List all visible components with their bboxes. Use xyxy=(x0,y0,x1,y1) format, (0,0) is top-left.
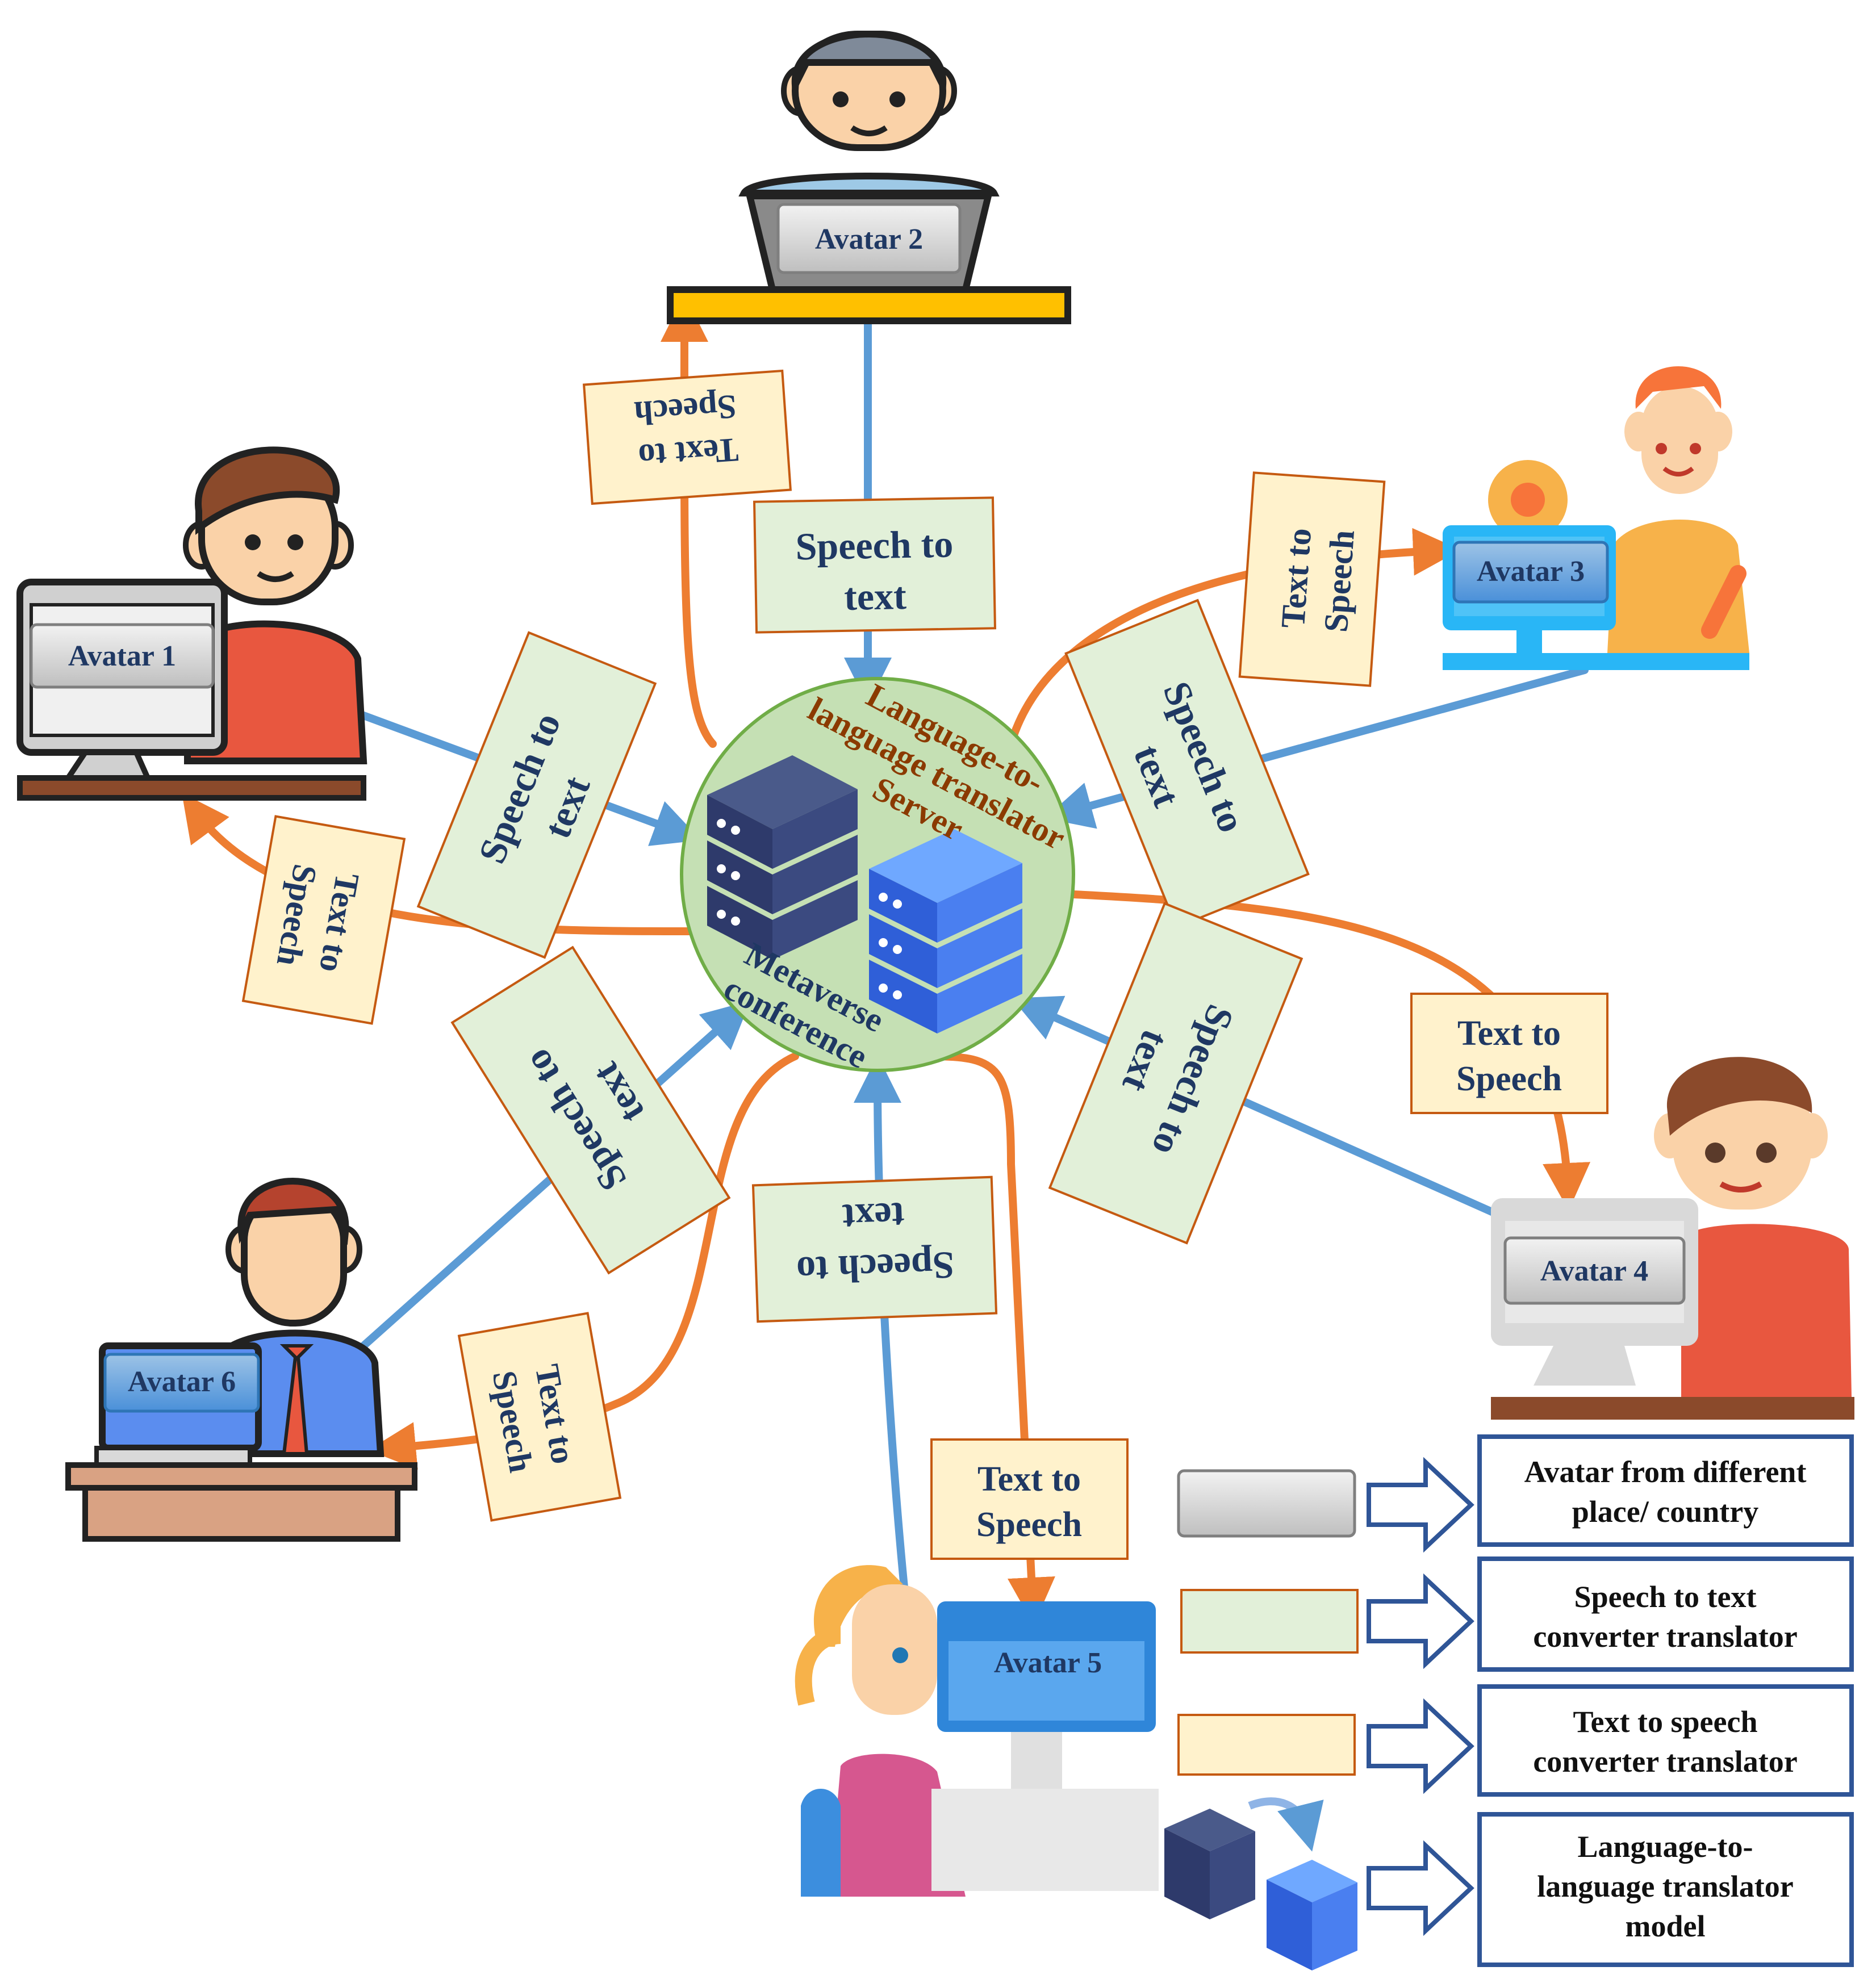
dark-server-stack-icon xyxy=(707,755,858,960)
svg-text:converter translator: converter translator xyxy=(1533,1744,1797,1779)
svg-text:text: text xyxy=(844,574,907,618)
tts-line-avatar1 xyxy=(182,793,700,935)
text-to-speech-box-avatar5: Text to Speech xyxy=(930,1438,1129,1560)
legend-arrow-icon xyxy=(1367,1698,1474,1794)
legend: Avatar from different place/ country Spe… xyxy=(1164,1434,1854,1970)
text-to-speech-box-avatar3: Text to Speech xyxy=(1238,471,1386,687)
svg-text:Speech to: Speech to xyxy=(796,1244,955,1292)
speech-to-text-box-avatar2: Speech to text xyxy=(753,496,997,634)
tts-line-avatar5 xyxy=(927,1052,1055,1625)
svg-text:Speech: Speech xyxy=(1317,529,1361,633)
tts-line-avatar6 xyxy=(368,1052,799,1470)
text-to-speech-box-avatar1: Text to Speech xyxy=(241,815,406,1025)
svg-text:Text to: Text to xyxy=(1457,1014,1561,1053)
avatar4-label: Avatar 4 xyxy=(1503,1236,1686,1305)
avatar5-monitor-icon xyxy=(931,1601,1159,1891)
text-to-speech-box-avatar6: Text to Speech xyxy=(457,1312,622,1522)
avatar2-person xyxy=(738,31,1000,196)
svg-text:Speech to: Speech to xyxy=(795,522,954,568)
avatar3-person xyxy=(1488,366,1749,653)
svg-text:Text to: Text to xyxy=(637,431,739,475)
legend-arrow-icon xyxy=(1367,1573,1474,1669)
text-to-speech-box-avatar2: Text to Speech xyxy=(582,369,792,505)
svg-text:model: model xyxy=(1626,1909,1706,1943)
svg-text:Avatar 1: Avatar 1 xyxy=(68,640,176,672)
legend-row-translator-model: Language-to- language translator model xyxy=(1164,1797,1854,1970)
speech-to-text-box-avatar3: Speech to text xyxy=(1064,599,1310,929)
legend-row-avatar: Avatar from different place/ country xyxy=(1177,1434,1854,1553)
speech-to-text-box-avatar1: Speech to text xyxy=(416,631,657,959)
legend-server-icon xyxy=(1164,1797,1357,1970)
legend-arrow-icon xyxy=(1367,1457,1474,1553)
avatar1-label: Avatar 1 xyxy=(30,623,215,689)
blue-server-stack-icon xyxy=(869,829,1022,1033)
svg-text:converter translator: converter translator xyxy=(1533,1620,1797,1654)
stt-line-avatar6 xyxy=(360,1001,751,1350)
svg-text:Speech: Speech xyxy=(976,1505,1082,1544)
stt-line-avatar5 xyxy=(854,1055,913,1634)
speech-to-text-box-avatar6: Speech to text xyxy=(450,945,731,1275)
svg-text:Avatar 2: Avatar 2 xyxy=(815,223,923,256)
central-server: Language-to- language translator Server … xyxy=(680,676,1075,1076)
avatar4-person xyxy=(1654,1057,1852,1397)
legend-swatch-tts xyxy=(1177,1714,1356,1776)
svg-text:Speech: Speech xyxy=(1456,1060,1562,1098)
avatar2-label: Avatar 2 xyxy=(776,203,962,274)
avatar6-label: Avatar 6 xyxy=(103,1353,260,1413)
speech-to-text-box-avatar4: Speech to text xyxy=(1048,902,1303,1245)
svg-text:language translator: language translator xyxy=(1537,1869,1794,1903)
legend-row-text-to-speech: Text to speech converter translator xyxy=(1177,1684,1854,1797)
legend-swatch-avatar xyxy=(1177,1469,1356,1538)
svg-text:Text to: Text to xyxy=(977,1460,1081,1499)
svg-text:Avatar 4: Avatar 4 xyxy=(1540,1255,1648,1287)
svg-text:place/ country: place/ country xyxy=(1572,1495,1758,1529)
svg-text:Language-to-: Language-to- xyxy=(1578,1830,1753,1864)
avatar5-label: Avatar 5 xyxy=(994,1647,1102,1679)
svg-text:Avatar 3: Avatar 3 xyxy=(1477,555,1585,588)
avatar3-label: Avatar 3 xyxy=(1452,541,1609,604)
svg-text:Avatar 6: Avatar 6 xyxy=(128,1366,236,1398)
svg-text:text: text xyxy=(842,1194,905,1240)
svg-text:Speech: Speech xyxy=(633,388,738,432)
legend-swatch-speech xyxy=(1180,1589,1359,1654)
svg-text:Avatar from different: Avatar from different xyxy=(1524,1455,1807,1489)
svg-text:Text to speech: Text to speech xyxy=(1573,1705,1758,1739)
speech-to-text-box-avatar5: Speech to text xyxy=(751,1175,998,1323)
legend-row-speech-to-text: Speech to text converter translator xyxy=(1180,1556,1854,1672)
legend-arrow-icon xyxy=(1367,1840,1474,1936)
svg-text:Avatar 5: Avatar 5 xyxy=(994,1647,1102,1679)
avatar1-person xyxy=(183,446,367,764)
svg-text:Text to: Text to xyxy=(1274,527,1318,629)
svg-text:Speech to text: Speech to text xyxy=(1574,1580,1757,1614)
text-to-speech-box-avatar4: Text to Speech xyxy=(1410,993,1608,1114)
